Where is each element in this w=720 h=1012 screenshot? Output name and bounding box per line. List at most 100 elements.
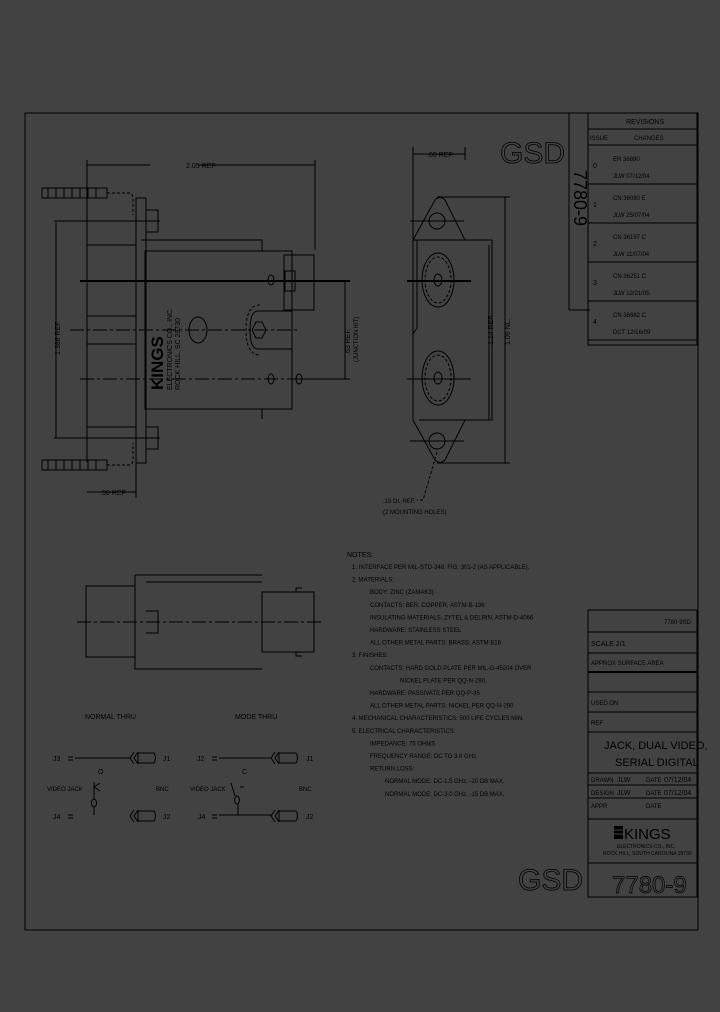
gsd-watermark-top: GSD: [500, 137, 565, 170]
ref-label: REF: [591, 721, 603, 727]
company-line1: ELECTRONICS CO., INC.: [617, 844, 676, 850]
company-line2: ROCK HILL, SOUTH CAROLINA 29730: [603, 851, 692, 857]
dim-height-left: 1.386 REF.: [55, 320, 62, 355]
bnc-label: J1: [306, 756, 314, 763]
bnc-label: J2: [306, 814, 314, 821]
note-line: 3. FINISHES:: [352, 653, 388, 659]
revision-issue: 3: [593, 280, 597, 287]
note-line: NORMAL MODE: DC-3.0 GHz, -15 DB MAX.: [385, 792, 505, 798]
drawn-date: 07/12/04: [664, 777, 691, 784]
screw-bottom: [41, 443, 134, 471]
dim-mounting-hole-note: (2 MOUNTING HOLES): [383, 510, 447, 516]
gsd-watermark-bottom: GSD: [518, 864, 583, 897]
bnc-label: J2: [163, 814, 171, 821]
drawn-by: JLW: [617, 777, 631, 784]
appr-label: APPR: [591, 804, 608, 810]
revision-change: CN 36080 E: [613, 196, 646, 202]
bottom-view: [77, 574, 322, 670]
dim-overall-height: 1.14 REF.: [488, 314, 495, 345]
revision-change: CN 36251 C: [613, 274, 647, 280]
note-line: HARDWARE: PASSIVATE PER QQ-P-35: [370, 691, 480, 697]
jack-label: J4: [198, 814, 206, 821]
revision-row: 0 ER 36890 JLW 07/12/04: [593, 157, 650, 180]
bnc-type-label: BNC: [299, 787, 312, 793]
note-line: IMPEDANCE: 75 OHMS: [370, 741, 435, 747]
side-view: .60 REF. 1.14 REF. 1.09 NL. .15 DI. REF.: [383, 147, 512, 516]
revision-issue: 0: [593, 163, 597, 170]
body-brand: KINGS: [148, 336, 167, 390]
part-number: 7780-9: [612, 872, 687, 899]
note-line: 2. MATERIALS:: [352, 578, 394, 584]
scale: SCALE 2/1: [591, 641, 626, 648]
vertical-part-number: 7780-9: [570, 170, 590, 226]
note-line: CONTACTS: BER. COPPER, ASTM-B-196: [370, 603, 485, 609]
note-line: NICKEL PLATE PER QQ-N-290.: [400, 678, 487, 684]
body-marking-line2: ROCK HILL, SC 29730: [175, 318, 182, 390]
note-line: 5. ELECTRICAL CHARACTERISTICS:: [352, 729, 456, 735]
contact-label: C: [242, 769, 247, 776]
revision-issue: 2: [593, 241, 597, 248]
notes-heading: NOTES:: [347, 552, 373, 559]
screw-top: [41, 187, 134, 215]
note-line: ALL OTHER METAL PARTS: NICKEL PER QQ-N-2…: [370, 704, 514, 710]
revision-row: 3 CN 36251 C JLW 12/21/05: [593, 274, 650, 297]
dim-flange-depth: .56 REF: [100, 490, 126, 497]
bnc-plug-icon: [270, 751, 298, 765]
revision-row: 2 CN 36197 C JLW 11/07/04: [593, 235, 650, 258]
revision-by: JLW 12/21/05: [613, 291, 650, 297]
bnc-plug-icon: [129, 751, 156, 765]
design-label: DESIGN: [591, 791, 614, 797]
drawing-id: 7780-9SD: [664, 620, 692, 626]
note-line: BODY: ZINC (ZAMAK3): [370, 590, 434, 596]
note-line: 4. MECHANICAL CHARACTERISTICS: 500 LIFE …: [352, 716, 524, 722]
revision-row: 4 CN 36682 C DCT 12/16/09: [593, 313, 651, 336]
vertical-part-number-box: 7780-9: [568, 113, 590, 311]
video-jack-label: VIDEO JACK: [47, 787, 83, 793]
video-jack-label: VIDEO JACK: [190, 787, 226, 793]
used-on-label: USED ON: [591, 701, 618, 707]
revision-by: JLW 07/12/04: [613, 174, 650, 180]
revision-issue: 4: [593, 319, 597, 326]
dim-overall-length: 2.05 REF: [186, 163, 216, 170]
revision-change: CN 36682 C: [613, 313, 647, 319]
schematic: NORMAL THRU MODE THRU J3 J1 O VIDEO JACK…: [47, 714, 314, 823]
design-date: 07/12/04: [664, 790, 691, 797]
sheet-border: [24, 112, 699, 931]
title-block: 7780-9SD SCALE 2/1 APPROX SURFACE AREA U…: [587, 609, 708, 899]
revisions-col-issue: ISSUE: [590, 136, 608, 142]
note-line: CONTACTS: HARD GOLD PLATE PER MIL-G-4520…: [370, 666, 532, 672]
design-date-label: DATE: [646, 791, 662, 797]
dim-side-depth: .60 REF.: [427, 152, 454, 159]
schematic-right-title: MODE THRU: [235, 714, 277, 721]
notes: NOTES: 1. INTERFACE PER MIL-STD-348, FIG…: [347, 552, 534, 798]
title-line1: JACK, DUAL VIDEO,: [604, 740, 708, 752]
jack-bottom: [407, 350, 471, 406]
bnc-plug-icon: [129, 809, 156, 823]
revisions-col-changes: CHANGES: [634, 136, 664, 142]
revision-row: 1 CN 36080 E JLW 25/07/04: [593, 196, 650, 219]
surface-area-label: APPROX SURFACE AREA: [591, 661, 664, 667]
design-by: JLW: [617, 790, 631, 797]
jack-top: [407, 252, 471, 308]
bnc-plug-icon: [270, 809, 298, 823]
kings-logo: KINGS: [614, 826, 671, 843]
revision-by: DCT 12/16/09: [613, 330, 651, 336]
bnc-label: J1: [163, 756, 171, 763]
revisions-title: REVISIONS: [626, 119, 664, 126]
bnc-type-label: BNC: [156, 787, 169, 793]
dim-jack-spacing: .63 REF.: [345, 328, 352, 355]
dim-jack-spacing-note: (JUNCTION KIT): [354, 317, 360, 362]
note-line: INSULATING MATERIALS: ZYTEL & DELRIN, AS…: [370, 615, 534, 621]
title-line2: SERIAL DIGITAL: [615, 757, 699, 769]
revision-change: ER 36890: [613, 157, 640, 163]
note-line: HARDWARE: STAINLESS STEEL: [370, 628, 462, 634]
body-marking: KINGS ELECTRONICS CO., INC. ROCK HILL, S…: [148, 308, 182, 390]
revision-issue: 1: [593, 202, 597, 209]
dim-mounting-hole: .15 DI. REF.: [383, 499, 416, 505]
revision-by: JLW 25/07/04: [613, 213, 650, 219]
body-marking-line1: ELECTRONICS CO., INC.: [167, 308, 174, 390]
note-line: FREQUENCY RANGE: DC TO 3.0 GHz.: [370, 754, 478, 760]
revision-change: CN 36197 C: [613, 235, 647, 241]
contact-label: O: [98, 769, 104, 776]
